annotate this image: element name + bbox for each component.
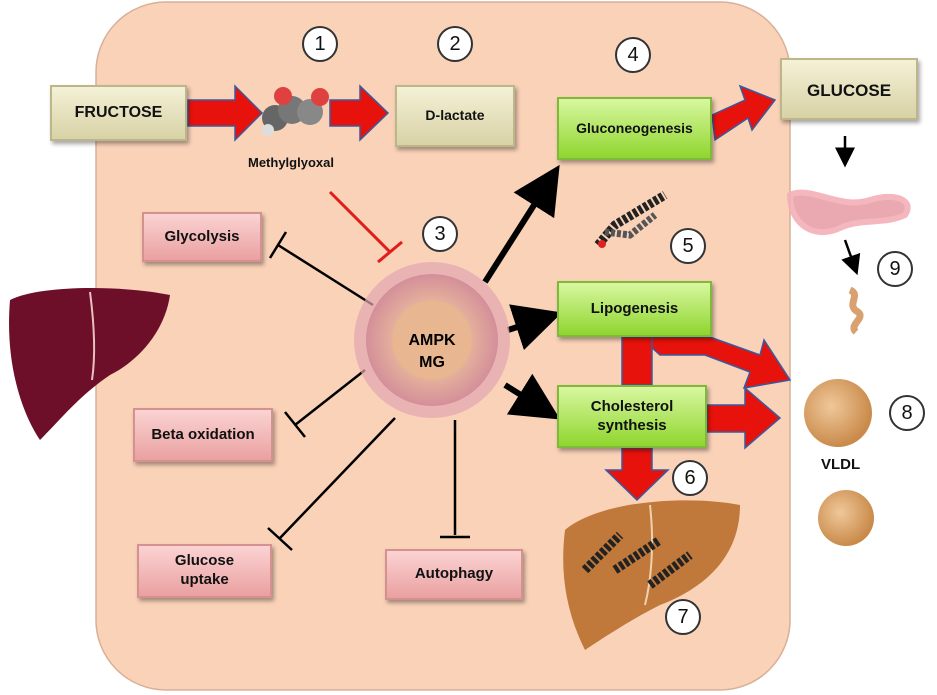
red-arrows [187, 84, 792, 502]
cholesterol-synthesis-box: Cholesterol synthesis [557, 385, 707, 448]
glucose-uptake-box: Glucose uptake [137, 544, 272, 598]
step-number-3: 3 [422, 216, 458, 252]
ampk-label: AMPK MG [402, 330, 462, 374]
step-number-5: 5 [670, 228, 706, 264]
insulin-protein-icon [848, 286, 864, 335]
arrow-lipogenesis-to-vldl [638, 336, 792, 389]
methylglyoxal-label: Methylglyoxal [248, 155, 334, 170]
inhibition-lines [267, 190, 470, 551]
glucose-box: GLUCOSE [780, 58, 918, 120]
fatty-liver-icon [563, 500, 740, 650]
beta-oxidation-box: Beta oxidation [133, 408, 273, 462]
fructose-box: FRUCTOSE [50, 85, 187, 141]
ampk-complex [354, 262, 510, 418]
methylglyoxal-molecule-icon [262, 87, 329, 136]
arrow-lipogenesis-down [621, 336, 653, 386]
arrow-gluconeogenesis-to-glucose [711, 84, 777, 142]
vldl-particle-small [818, 490, 874, 546]
vldl-label: VLDL [821, 456, 861, 473]
autophagy-box: Autophagy [385, 549, 523, 600]
lipid-molecule-icon [594, 191, 668, 248]
pancreas-icon [786, 189, 911, 236]
step-number-8: 8 [889, 395, 925, 431]
step-number-9: 9 [877, 251, 913, 287]
step-number-4: 4 [615, 37, 651, 73]
activation-arrows [482, 136, 861, 420]
healthy-liver-icon [9, 288, 170, 440]
gluconeogenesis-box: Gluconeogenesis [557, 97, 712, 160]
step-number-1: 1 [302, 26, 338, 62]
arrow-cholesterol-to-liver [604, 447, 670, 502]
d-lactate-box: D-lactate [395, 85, 515, 147]
ampk-label-line1: AMPK [408, 332, 456, 349]
step-number-6: 6 [672, 460, 708, 496]
step-number-7: 7 [665, 599, 701, 635]
arrow-fructose-to-methylglyoxal [187, 84, 264, 142]
glycolysis-box: Glycolysis [142, 212, 262, 262]
arrow-methylglyoxal-to-dlactate [329, 84, 390, 142]
ampk-label-line2: MG [419, 354, 445, 371]
arrow-cholesterol-to-vldl [706, 386, 782, 450]
step-number-2: 2 [437, 26, 473, 62]
lipogenesis-box: Lipogenesis [557, 281, 712, 337]
vldl-particle-large [804, 379, 872, 447]
